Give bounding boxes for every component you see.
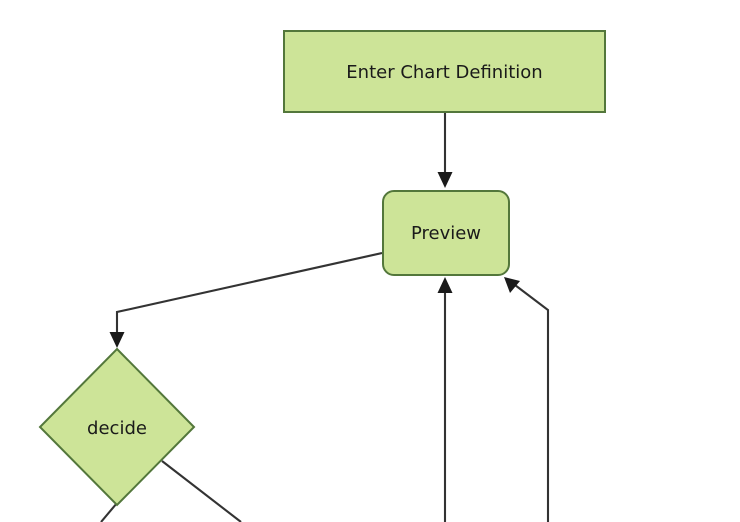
arrowhead-icon bbox=[437, 172, 453, 188]
node-enter-chart-definition-shape bbox=[283, 30, 606, 113]
arrowhead-icon bbox=[504, 277, 520, 293]
edge-decide-right-out-line bbox=[161, 460, 242, 522]
edge-bottom-center-to-preview[interactable] bbox=[437, 277, 453, 522]
node-preview-shape bbox=[382, 190, 510, 276]
node-preview[interactable]: Preview bbox=[382, 190, 510, 276]
edge-bottom-right-to-preview-line bbox=[510, 281, 550, 522]
node-decide-shape bbox=[38, 347, 196, 507]
edge-layer bbox=[100, 113, 550, 522]
edge-enter-to-preview[interactable] bbox=[437, 113, 453, 188]
edge-preview-to-decide-line bbox=[115, 251, 383, 340]
edge-bottom-right-to-preview[interactable] bbox=[504, 277, 550, 522]
node-decide-label: decide bbox=[87, 418, 147, 439]
node-enter-chart-definition[interactable]: Enter Chart Definition bbox=[283, 30, 606, 113]
node-enter-chart-definition-label: Enter Chart Definition bbox=[346, 62, 542, 83]
node-preview-label: Preview bbox=[411, 223, 481, 244]
edge-decide-bottom-out-line bbox=[100, 502, 118, 522]
edge-preview-to-decide[interactable] bbox=[109, 251, 383, 348]
arrowhead-icon bbox=[109, 332, 125, 348]
node-layer: Enter Chart Definition Preview decide bbox=[38, 30, 606, 507]
node-decide[interactable]: decide bbox=[38, 347, 196, 507]
edge-decide-bottom-out[interactable] bbox=[100, 502, 118, 522]
edge-decide-right-out[interactable] bbox=[161, 460, 242, 522]
arrowhead-icon bbox=[437, 277, 453, 293]
